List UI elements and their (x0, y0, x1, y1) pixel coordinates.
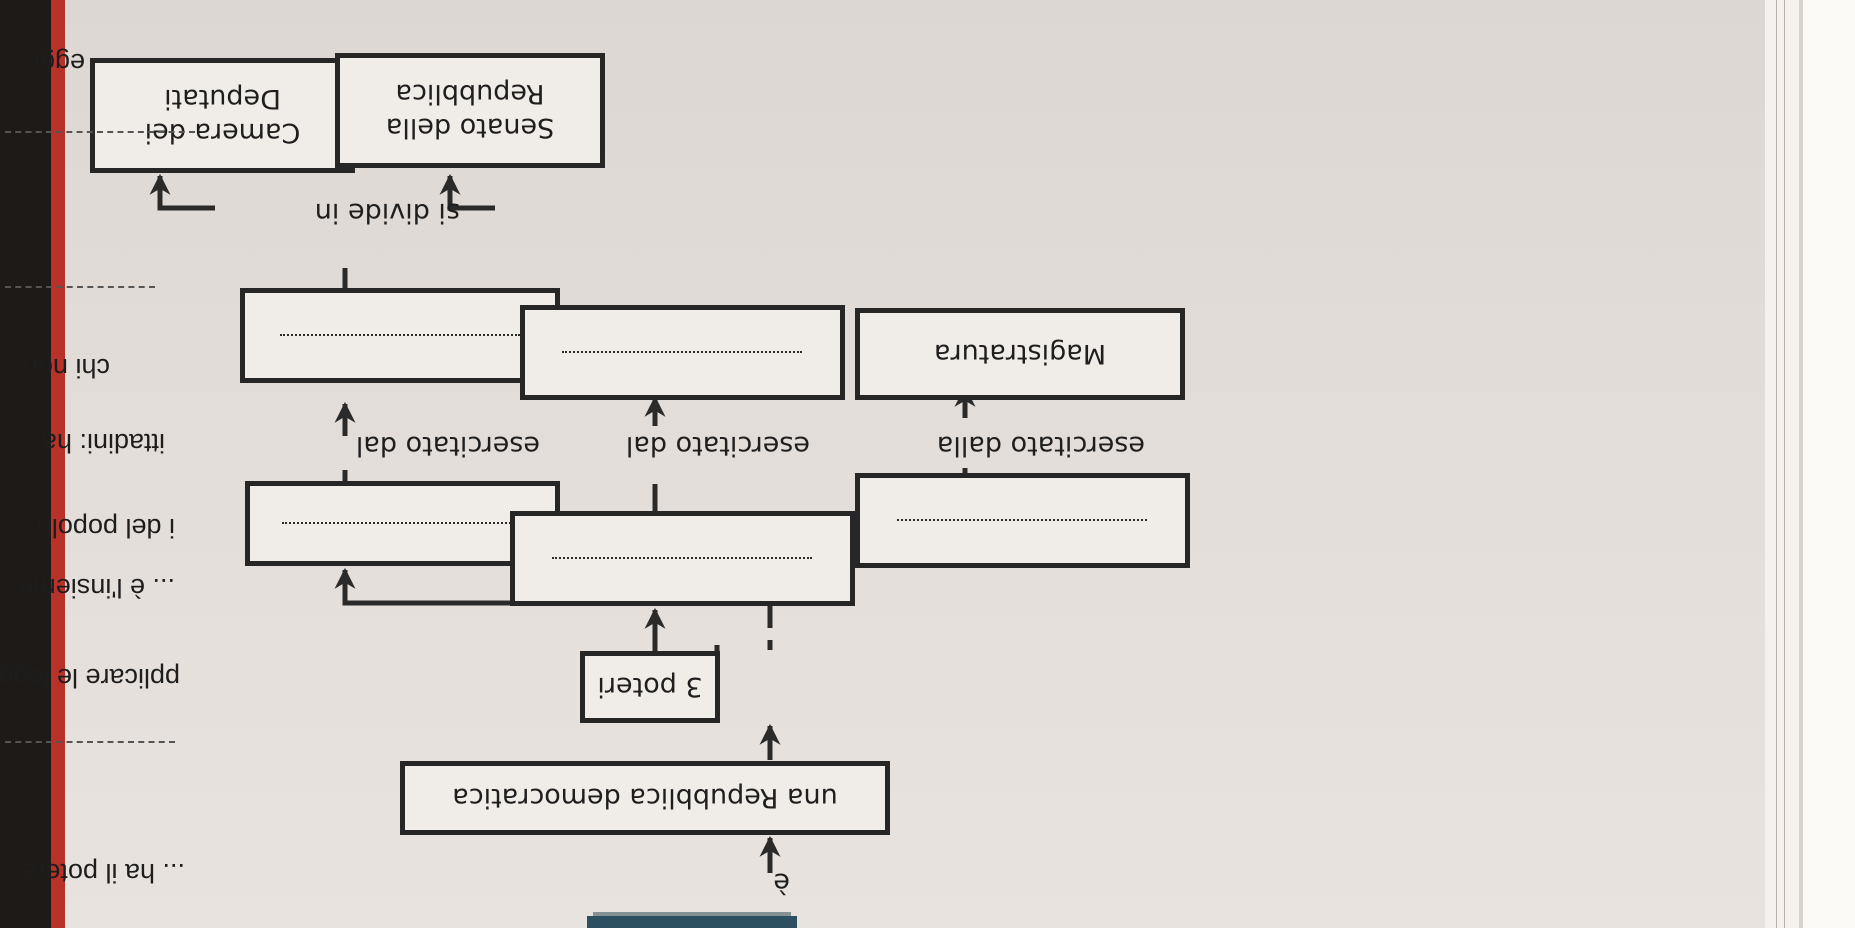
blank-power-box-giudiziario (855, 473, 1190, 568)
exercised-by-label-2: esercitato dal (625, 430, 810, 461)
blank-dotted-line (282, 522, 523, 525)
side-text-line-2: pplicare le leggi (0, 663, 180, 693)
fill-blank-line (5, 286, 155, 288)
senato-box: Senato della Repubblica (335, 53, 605, 168)
republic-box: una Repubblica democratica (400, 761, 890, 835)
fill-blank-line (5, 741, 175, 743)
magistratura-box-text: Magistratura (933, 338, 1107, 370)
blank-dotted-line (280, 334, 520, 337)
arrow-to-camera (149, 173, 215, 211)
blank-dotted-line (552, 557, 813, 560)
side-text-line-4: i del popolo (36, 513, 175, 543)
side-text-line-6: chi non (22, 353, 110, 383)
exercised-by-label-3: esercitato dalla (936, 430, 1145, 461)
exercised-by-label-1: esercitato dal (355, 430, 540, 461)
blank-power-box-esecutivo (510, 511, 855, 606)
poteri-box-text: 3 poteri (597, 671, 703, 703)
side-text-line-5: ittadini: ha (41, 428, 165, 458)
blank-organ-box-governo (520, 305, 845, 400)
republic-box-text: una Repubblica democratica (452, 782, 838, 814)
divides-into-label: si divide in (314, 197, 460, 228)
blank-organ-box-parlamento (240, 288, 560, 383)
magistratura-box: Magistratura (855, 308, 1185, 400)
side-text-line-3: ... è l'insieme (18, 573, 175, 603)
poteri-box: 3 poteri (580, 651, 720, 723)
arrow-to-senato (439, 173, 495, 211)
senato-box-text: Senato della Repubblica (385, 78, 555, 144)
side-text-line-1: ... ha il potere (21, 858, 185, 888)
blank-dotted-line (897, 519, 1148, 522)
side-text-line-7: eggi. (26, 48, 85, 78)
camera-box: Camera dei Deputati (90, 58, 355, 173)
arrow-label-e: è (773, 867, 790, 898)
blank-dotted-line (562, 351, 803, 354)
fill-blank-line (5, 131, 195, 133)
camera-box-text: Camera dei Deputati (144, 83, 301, 149)
